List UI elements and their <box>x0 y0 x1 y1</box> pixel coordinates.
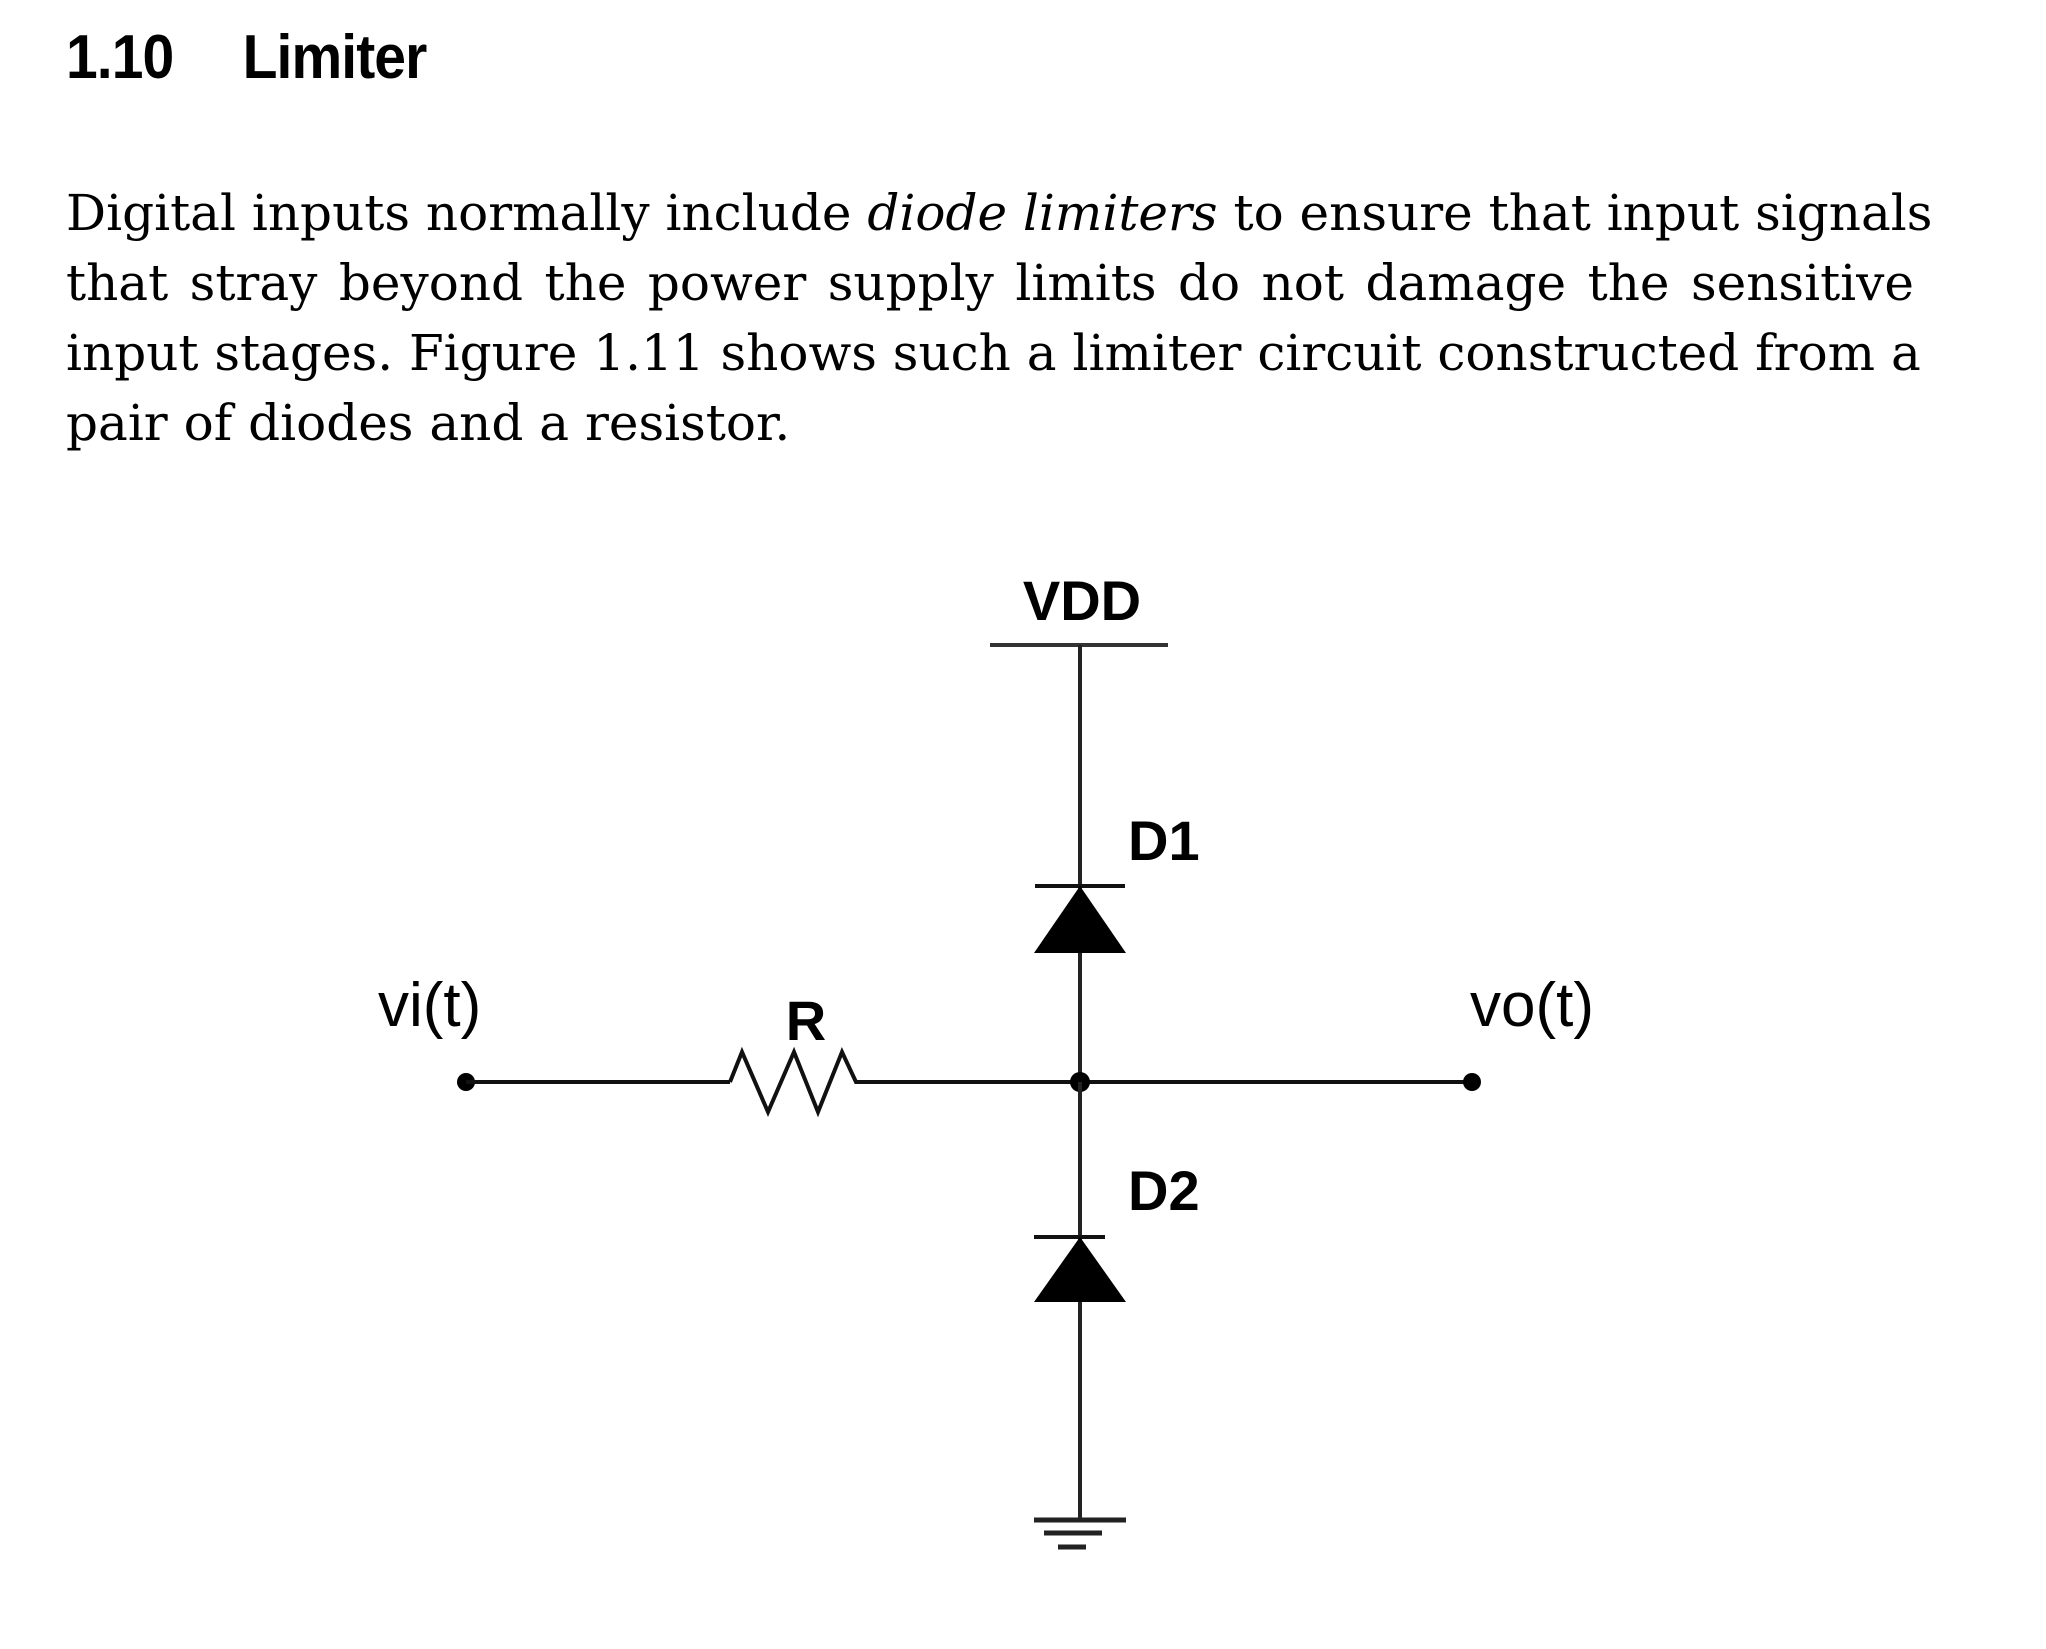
vdd-label: VDD <box>1023 569 1141 632</box>
paragraph-line-3: input stages. Figure 1.11 shows such a l… <box>66 324 1921 382</box>
paragraph-line-4: pair of diodes and a resistor. <box>66 394 791 452</box>
emphasized-term: diode limiters <box>867 184 1218 242</box>
section-title: Limiter <box>242 23 428 92</box>
section-heading: 1.10 Limiter <box>66 22 428 93</box>
ground-icon <box>1034 1517 1126 1550</box>
diode-d2-icon <box>1034 1235 1126 1302</box>
output-label: vo(t) <box>1470 971 1594 1040</box>
section-number: 1.10 <box>66 23 174 92</box>
d2-label: D2 <box>1128 1159 1200 1222</box>
resistor-label: R <box>786 989 826 1052</box>
paragraph-text: Digital inputs normally include <box>66 184 868 242</box>
diode-d1-icon <box>1034 884 1126 953</box>
paragraph-line-2: that stray beyond the power supply limit… <box>66 254 1914 312</box>
d1-label: D1 <box>1128 809 1200 872</box>
paragraph-line-1: Digital inputs normally include diode li… <box>66 178 1932 248</box>
output-terminal <box>1463 1073 1481 1091</box>
input-label: vi(t) <box>378 971 481 1040</box>
body-paragraph: Digital inputs normally include diode li… <box>66 178 1932 458</box>
resistor-icon <box>728 1046 864 1118</box>
paragraph-text: to ensure that input signals <box>1217 184 1933 242</box>
